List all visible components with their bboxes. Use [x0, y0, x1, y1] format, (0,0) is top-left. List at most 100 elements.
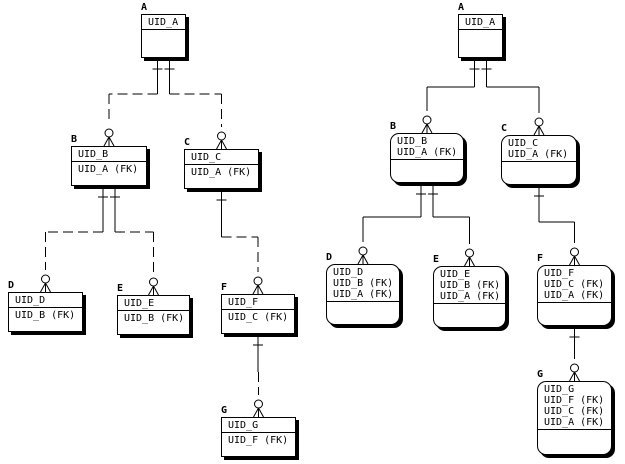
- crows-foot-prong: [569, 255, 575, 266]
- crows-foot-prong: [103, 136, 110, 147]
- crows-foot-prong: [426, 123, 433, 134]
- key-attribute: UID_A: [148, 17, 179, 28]
- non-key-attribute: UID_B (FK): [124, 313, 185, 324]
- entity-attribute-area: [327, 302, 399, 324]
- zero-cardinality-circle: [570, 363, 579, 373]
- key-attribute: UID_C (FK): [544, 279, 605, 290]
- entity-key-area: UID_F: [222, 295, 294, 310]
- zero-cardinality-circle: [422, 115, 432, 125]
- key-attribute: UID_F (FK): [544, 395, 605, 406]
- entity-key-area: UID_C: [185, 150, 258, 165]
- zero-cardinality-circle: [149, 277, 158, 287]
- zero-cardinality-circle: [254, 399, 263, 409]
- key-attribute: UID_E: [124, 298, 155, 309]
- key-attribute: UID_D: [333, 267, 364, 278]
- entity-attribute-area: UID_B (FK): [118, 311, 189, 334]
- entity-box-right-a[interactable]: UID_A: [458, 14, 503, 58]
- entity-attribute-area: [538, 430, 611, 454]
- crows-foot-prong: [221, 139, 227, 150]
- key-attribute: UID_A: [465, 17, 496, 28]
- zero-cardinality-circle: [465, 248, 474, 258]
- key-attribute: UID_F: [544, 268, 575, 279]
- entity-label-right-f: F: [537, 253, 544, 264]
- crows-foot-prong: [252, 284, 259, 295]
- entity-label-right-c: C: [501, 123, 508, 134]
- entity-box-left-e[interactable]: UID_E UID_B (FK): [117, 295, 190, 335]
- key-attribute: UID_A (FK): [440, 291, 501, 302]
- entity-attribute-area: [434, 304, 505, 327]
- zero-cardinality-circle: [534, 117, 544, 127]
- entity-attribute-area: UID_F (FK): [222, 433, 295, 456]
- entity-label-left-b: B: [71, 134, 78, 145]
- non-key-attribute: UID_F (FK): [228, 435, 289, 446]
- entity-label-right-e: E: [433, 254, 440, 265]
- entity-box-left-d[interactable]: UID_D UID_B (FK): [8, 292, 83, 332]
- entity-key-area: UID_B: [72, 147, 146, 162]
- key-attribute: UID_B (FK): [440, 280, 501, 291]
- entity-attribute-area: [502, 162, 576, 184]
- key-attribute: UID_A (FK): [544, 417, 605, 428]
- key-attribute: UID_E: [440, 269, 471, 280]
- entity-label-right-g: G: [537, 369, 544, 380]
- entity-box-left-f[interactable]: UID_F UID_C (FK): [221, 294, 295, 334]
- crows-foot-prong: [464, 256, 470, 267]
- crows-foot-prong: [538, 125, 545, 136]
- key-attribute: UID_A (FK): [333, 289, 394, 300]
- non-key-attribute: UID_B (FK): [15, 310, 76, 321]
- key-attribute: UID_B: [397, 136, 428, 147]
- entity-label-left-a: A: [141, 2, 148, 13]
- zero-cardinality-circle: [253, 276, 263, 286]
- entity-label-left-f: F: [221, 282, 228, 293]
- key-attribute: UID_G: [544, 384, 575, 395]
- crows-foot-prong: [216, 139, 222, 150]
- crows-foot-prong: [45, 282, 51, 293]
- entity-attribute-area: [142, 30, 185, 57]
- crows-foot-prong: [362, 254, 369, 265]
- entity-attribute-area: UID_A (FK): [72, 162, 146, 185]
- entity-label-left-g: G: [221, 405, 228, 416]
- entity-label-left-e: E: [117, 283, 124, 294]
- entity-key-area: UID_A: [459, 15, 502, 30]
- entity-box-left-a[interactable]: UID_A: [141, 14, 186, 58]
- crows-foot-prong: [357, 254, 364, 265]
- crows-foot-prong: [469, 256, 475, 267]
- key-attribute: UID_C: [191, 152, 222, 163]
- entity-label-left-c: C: [184, 137, 191, 148]
- entity-box-left-b[interactable]: UID_B UID_A (FK): [71, 146, 147, 186]
- key-attribute: UID_C (FK): [544, 406, 605, 417]
- entity-label-right-b: B: [390, 121, 397, 132]
- entity-key-area: UID_A: [142, 15, 185, 30]
- crows-foot-prong: [153, 285, 159, 296]
- key-attribute: UID_B: [78, 149, 109, 160]
- crows-foot-prong: [569, 371, 575, 382]
- key-attribute: UID_A (FK): [397, 147, 458, 158]
- key-attribute: UID_F: [228, 297, 259, 308]
- key-attribute: UID_D: [15, 295, 46, 306]
- entity-attribute-area: [459, 30, 502, 57]
- entity-attribute-area: UID_C (FK): [222, 310, 294, 333]
- crows-foot-prong: [574, 371, 580, 382]
- entity-key-area: UID_E: [118, 296, 189, 311]
- crows-foot-prong: [421, 123, 428, 134]
- zero-cardinality-circle: [217, 131, 226, 141]
- non-key-attribute: UID_C (FK): [228, 312, 289, 323]
- crows-foot-prong: [574, 255, 580, 266]
- crows-foot-prong: [253, 407, 259, 418]
- zero-cardinality-circle: [358, 246, 368, 256]
